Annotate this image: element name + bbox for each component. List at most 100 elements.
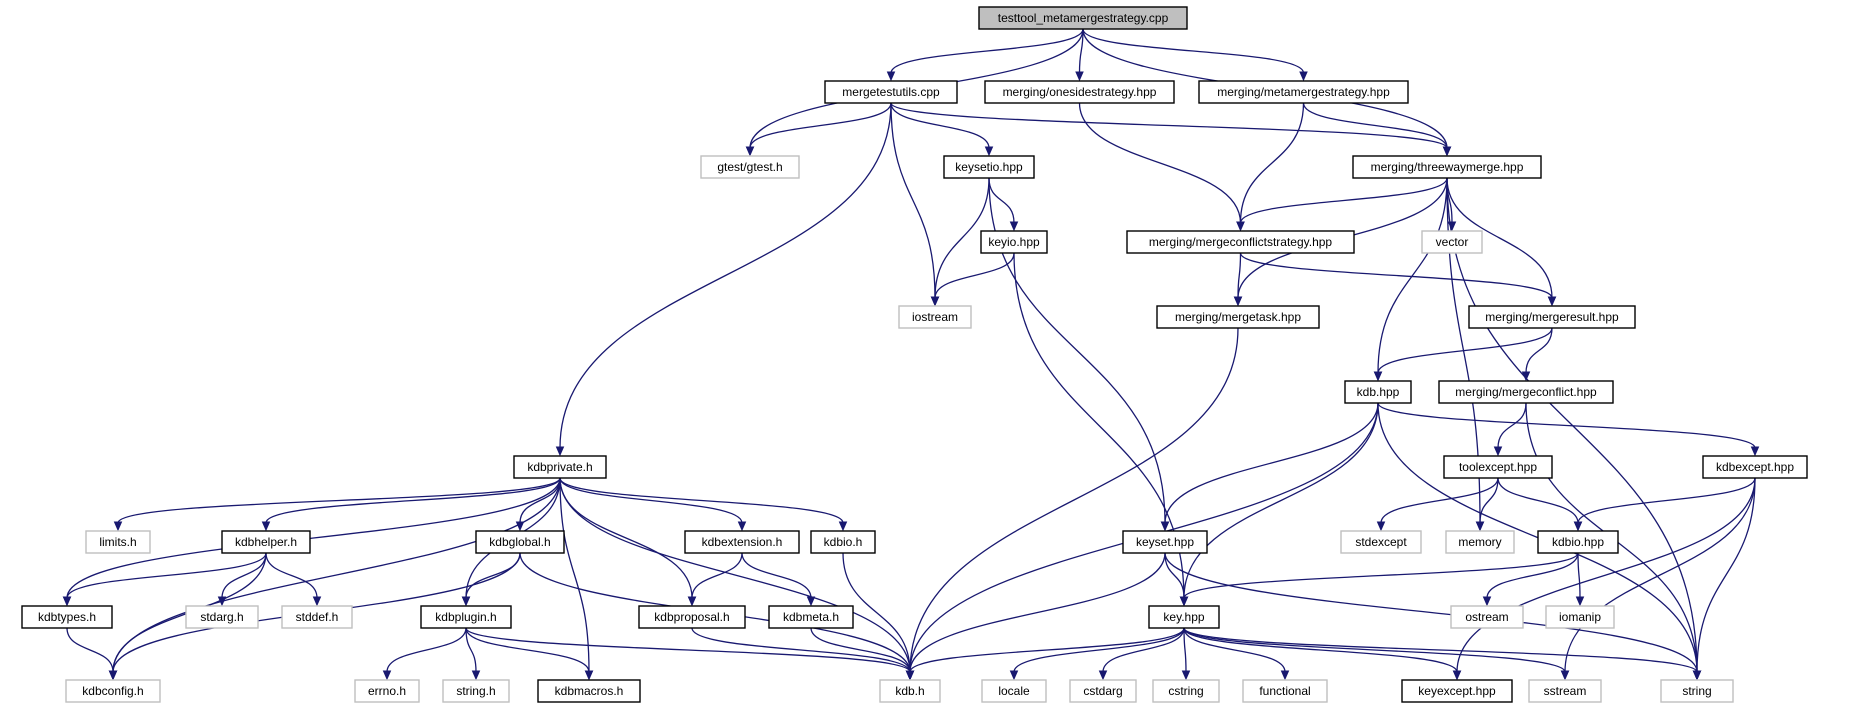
node-locale: locale: [981, 679, 1047, 703]
node-mergetestutils[interactable]: mergetestutils.cpp: [824, 80, 958, 104]
node-label-vector: vector: [1436, 235, 1469, 249]
arrowhead-kdbextension-to-kdbproposal: [687, 596, 697, 607]
node-onesidestrategy[interactable]: merging/onesidestrategy.hpp: [984, 80, 1175, 104]
edge-kdbprivate-to-kdb_h: [559, 477, 911, 673]
nodes-layer: testtool_metamergestrategy.cpp mergetestu…: [21, 6, 1808, 703]
node-kdbglobal[interactable]: kdbglobal.h: [475, 530, 565, 554]
node-label-string: string: [1682, 684, 1711, 698]
node-box-kdbproposal: [638, 605, 746, 629]
node-label-stdexcept: stdexcept: [1355, 535, 1407, 549]
arrowhead-kdbhpp-to-keyset: [1160, 521, 1170, 532]
node-label-keyio: keyio.hpp: [988, 235, 1040, 249]
node-root[interactable]: testtool_metamergestrategy.cpp: [978, 6, 1188, 30]
node-box-stdexcept: [1340, 530, 1422, 554]
node-kdbhelper[interactable]: kdbhelper.h: [221, 530, 311, 554]
node-label-cstring: cstring: [1168, 684, 1203, 698]
arrowhead-kdbio_hpp-to-iomanip: [1575, 596, 1585, 607]
node-kdbconfig: kdbconfig.h: [65, 679, 161, 703]
node-box-limits: [85, 530, 151, 554]
edge-threewaymerge-to-mergeresult: [1446, 177, 1553, 299]
node-kdbmeta[interactable]: kdbmeta.h: [768, 605, 854, 629]
node-label-keyexcept: keyexcept.hpp: [1418, 684, 1496, 698]
arrowhead-root-to-onesidestrategy: [1075, 71, 1084, 82]
edge-mergetestutils-to-gtest: [749, 102, 892, 149]
node-label-kdbextension: kdbextension.h: [702, 535, 783, 549]
node-label-kdbhelper: kdbhelper.h: [235, 535, 297, 549]
node-iomanip: iomanip: [1545, 605, 1615, 629]
node-box-keyexcept: [1401, 679, 1513, 703]
node-threewaymerge[interactable]: merging/threewaymerge.hpp: [1352, 155, 1542, 179]
edge-keyhpp-to-kdb_h: [909, 627, 1185, 673]
node-box-kdbmacros: [537, 679, 641, 703]
edge-kdbplugin-to-kdbmacros: [465, 627, 590, 673]
edge-mergeconflict-to-toolexcept: [1497, 402, 1527, 449]
node-box-kdbprivate: [513, 455, 607, 479]
edge-keyset-to-string: [1164, 552, 1698, 673]
node-toolexcept[interactable]: toolexcept.hpp: [1443, 455, 1553, 479]
node-keysetio[interactable]: keysetio.hpp: [943, 155, 1035, 179]
edge-kdbprivate-to-kdbtypes: [66, 477, 561, 599]
node-kdbplugin[interactable]: kdbplugin.h: [420, 605, 512, 629]
node-kdbhpp[interactable]: kdb.hpp: [1344, 380, 1412, 404]
node-box-kdbio_h: [810, 530, 876, 554]
node-box-cstdarg: [1069, 679, 1137, 703]
node-mergeconflict[interactable]: merging/mergeconflict.hpp: [1438, 380, 1614, 404]
arrowhead-kdbprivate-to-kdbio_h: [838, 521, 848, 532]
arrowhead-kdbhelper-to-stdarg: [217, 596, 227, 607]
node-label-metamergestrategy: merging/metamergestrategy.hpp: [1217, 85, 1390, 99]
node-box-kdbhelper: [221, 530, 311, 554]
edge-kdbprivate-to-kdbglobal: [519, 477, 561, 524]
edge-kdbhpp-to-kdbexcept: [1377, 402, 1756, 449]
edge-kdbhpp-to-keyset: [1164, 402, 1379, 524]
node-cstdarg: cstdarg: [1069, 679, 1137, 703]
arrowhead-kdbprivate-to-kdbextension: [737, 521, 747, 532]
node-label-mergeresult: merging/mergeresult.hpp: [1485, 310, 1619, 324]
node-kdbio_h[interactable]: kdbio.h: [810, 530, 876, 554]
node-label-toolexcept: toolexcept.hpp: [1459, 460, 1537, 474]
arrowhead-keyio-to-iostream: [930, 296, 940, 307]
node-box-kdbglobal: [475, 530, 565, 554]
node-box-stdarg: [185, 605, 259, 629]
node-label-kdbmeta: kdbmeta.h: [783, 610, 839, 624]
node-label-root: testtool_metamergestrategy.cpp: [998, 11, 1169, 25]
node-keyexcept[interactable]: keyexcept.hpp: [1401, 679, 1513, 703]
node-metamergestrategy[interactable]: merging/metamergestrategy.hpp: [1198, 80, 1409, 104]
node-string_h: string.h: [442, 679, 510, 703]
node-kdbproposal[interactable]: kdbproposal.h: [638, 605, 746, 629]
node-kdbextension[interactable]: kdbextension.h: [684, 530, 800, 554]
node-kdbexcept[interactable]: kdbexcept.hpp: [1702, 455, 1808, 479]
edge-kdbio_hpp-to-ostream: [1486, 552, 1579, 599]
node-box-onesidestrategy: [984, 80, 1175, 104]
node-kdbmacros[interactable]: kdbmacros.h: [537, 679, 641, 703]
arrowhead-kdbhpp-to-kdbexcept: [1750, 446, 1760, 457]
arrowhead-kdbplugin-to-kdbmacros: [584, 670, 594, 681]
node-mergeresult[interactable]: merging/mergeresult.hpp: [1468, 305, 1636, 329]
arrowhead-keyhpp-to-sstream: [1560, 670, 1570, 681]
node-keyset[interactable]: keyset.hpp: [1122, 530, 1208, 554]
node-kdb_h: kdb.h: [879, 679, 941, 703]
node-mergeconflictstrategy[interactable]: merging/mergeconflictstrategy.hpp: [1126, 230, 1355, 254]
node-kdbtypes[interactable]: kdbtypes.h: [21, 605, 113, 629]
node-box-kdbexcept: [1702, 455, 1808, 479]
arrowhead-mergeresult-to-mergeconflict: [1521, 371, 1531, 382]
node-label-kdbglobal: kdbglobal.h: [489, 535, 550, 549]
arrowhead-mergeconflictstrategy-to-mergeresult: [1547, 296, 1557, 307]
arrowhead-metamergestrategy-to-threewaymerge: [1442, 146, 1452, 157]
node-mergetask[interactable]: merging/mergetask.hpp: [1156, 305, 1320, 329]
edge-kdbexcept-to-kdbio_hpp: [1577, 477, 1756, 524]
node-label-onesidestrategy: merging/onesidestrategy.hpp: [1003, 85, 1157, 99]
arrowhead-root-to-mergetestutils: [886, 71, 896, 82]
arrowhead-mergetestutils-to-kdbprivate: [555, 446, 565, 457]
node-box-keyhpp: [1148, 605, 1220, 629]
node-kdbio_hpp[interactable]: kdbio.hpp: [1537, 530, 1619, 554]
arrowhead-kdbprivate-to-kdbglobal: [515, 521, 525, 532]
node-label-string_h: string.h: [456, 684, 495, 698]
edge-kdbtypes-to-kdbconfig: [66, 627, 114, 673]
node-keyio[interactable]: keyio.hpp: [980, 230, 1048, 254]
arrowhead-kdbhelper-to-stddef: [312, 596, 322, 607]
node-cstring: cstring: [1152, 679, 1220, 703]
edge-mergeconflictstrategy-to-mergeresult: [1239, 252, 1553, 299]
node-keyhpp[interactable]: key.hpp: [1148, 605, 1220, 629]
node-kdbprivate[interactable]: kdbprivate.h: [513, 455, 607, 479]
node-label-kdbio_hpp: kdbio.hpp: [1552, 535, 1604, 549]
